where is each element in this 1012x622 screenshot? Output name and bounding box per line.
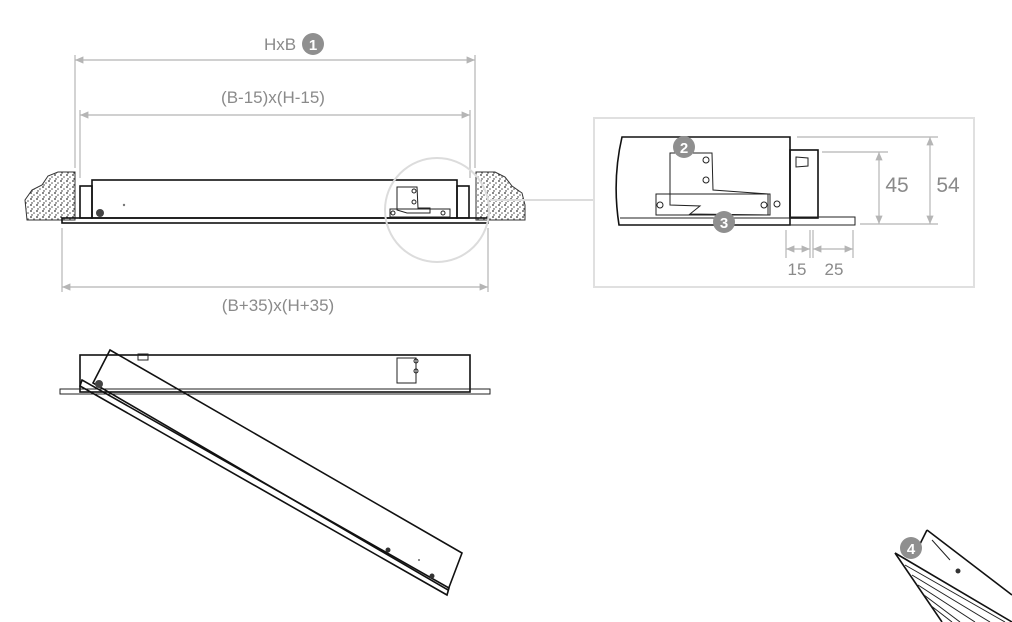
callout-badge-2: 2 bbox=[673, 136, 695, 158]
dimension-overall: HxB 1 bbox=[74, 33, 476, 168]
dimension-label-15: 15 bbox=[788, 260, 807, 279]
dimension-label-overall: HxB bbox=[264, 35, 296, 54]
svg-text:3: 3 bbox=[720, 215, 728, 232]
svg-text:4: 4 bbox=[907, 541, 916, 558]
detail-inset: 2 3 45 54 15 25 bbox=[593, 117, 975, 288]
dimension-outer: (B+35)x(H+35) bbox=[61, 228, 489, 315]
detail-circle bbox=[384, 157, 490, 263]
dimension-inner: (B-15)x(H-15) bbox=[79, 88, 471, 178]
dimension-label-25: 25 bbox=[825, 260, 844, 279]
dimension-label-inner: (B-15)x(H-15) bbox=[221, 88, 325, 107]
callout-badge-3: 3 bbox=[713, 211, 735, 233]
closed-panel-section bbox=[24, 157, 595, 263]
dimension-label-outer: (B+35)x(H+35) bbox=[222, 296, 334, 315]
svg-text:1: 1 bbox=[309, 37, 317, 54]
partial-hinge-view: 4 bbox=[894, 529, 1012, 622]
wall-right bbox=[475, 171, 526, 221]
wall-left bbox=[24, 171, 76, 221]
open-panel-view bbox=[59, 348, 491, 597]
callout-badge-1: 1 bbox=[302, 33, 324, 55]
svg-text:2: 2 bbox=[680, 140, 688, 157]
dimension-label-45: 45 bbox=[885, 174, 908, 197]
callout-badge-4: 4 bbox=[900, 537, 922, 559]
dimension-label-54: 54 bbox=[936, 174, 960, 197]
